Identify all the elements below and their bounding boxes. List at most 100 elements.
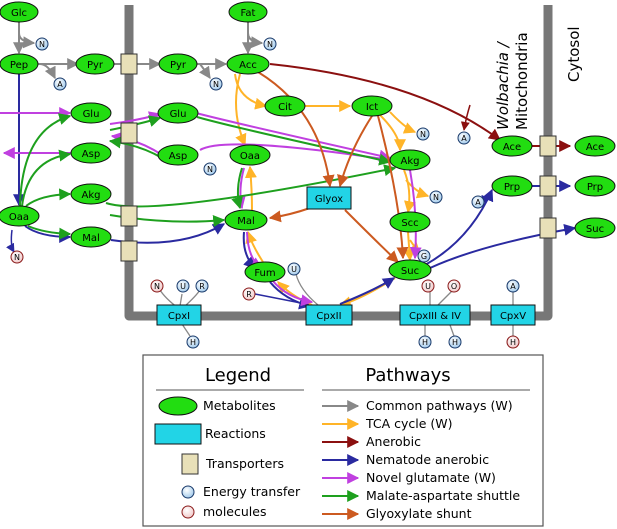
molecule-a-anerobic: A xyxy=(457,131,471,145)
svg-text:A: A xyxy=(510,282,516,291)
molecule-g-scc: G xyxy=(417,249,431,263)
edge-akg-scc xyxy=(403,169,416,214)
svg-text:N: N xyxy=(267,40,273,49)
edge-ict-n xyxy=(389,111,417,134)
metabolite-ace-in: Ace xyxy=(491,135,533,157)
region-wolbachia: Wolbachia / xyxy=(494,40,512,130)
molecule-r-cpx1: R xyxy=(195,279,209,293)
edge-ict-akg xyxy=(379,114,406,152)
edge-oaa-glu xyxy=(19,113,72,207)
edge-acc-glyox xyxy=(257,71,335,188)
svg-text:Glyox: Glyox xyxy=(315,194,343,205)
reactions: Glyox CpxI CpxII CpxIII & IV CpxV xyxy=(156,186,536,326)
reaction-cpx34: CpxIII & IV xyxy=(399,304,471,326)
molecule-h-cpx34-a: H xyxy=(418,335,432,349)
edge-cpx2-u xyxy=(295,273,319,306)
edge-oaa-akg xyxy=(25,188,72,207)
metabolite-glu-mid: Glu xyxy=(157,102,199,124)
edge-suc-r xyxy=(254,293,307,305)
svg-text:N: N xyxy=(154,282,160,291)
svg-text:Cit: Cit xyxy=(278,102,292,113)
molecule-n-oaa-left: N xyxy=(10,250,24,264)
molecule-a-prp: A xyxy=(471,195,485,209)
svg-text:Glu: Glu xyxy=(170,109,187,120)
transporter-akg xyxy=(120,205,138,227)
metabolite-akg-left: Akg xyxy=(70,183,112,205)
region-mitochondria: Mitochondria xyxy=(513,32,531,130)
metabolite-asp-left: Asp xyxy=(70,142,112,164)
svg-text:H: H xyxy=(422,338,428,347)
svg-text:Ace: Ace xyxy=(503,142,521,153)
svg-text:Malate-aspartate shuttle: Malate-aspartate shuttle xyxy=(366,488,520,503)
svg-text:N: N xyxy=(39,40,45,49)
edge-cpx2-suc xyxy=(339,277,396,305)
edge-ict-glyox xyxy=(337,115,373,188)
metabolite-cit: Cit xyxy=(264,95,306,117)
svg-text:Akg: Akg xyxy=(401,156,420,167)
svg-text:Scc: Scc xyxy=(401,218,418,229)
molecule-a-pep: A xyxy=(53,77,67,91)
legend-item-energy: Energy transfer xyxy=(203,484,301,499)
legend-reaction-swatch xyxy=(154,423,202,445)
transporter-suc xyxy=(539,217,557,239)
svg-text:Oaa: Oaa xyxy=(240,151,260,162)
edge-oaa-mal-g2 xyxy=(231,167,243,210)
molecule-a-cpx5: A xyxy=(506,279,520,293)
metabolite-asp-mid: Asp xyxy=(157,144,199,166)
svg-text:U: U xyxy=(180,282,186,291)
svg-text:H: H xyxy=(190,338,196,347)
legend-title: Legend xyxy=(205,365,271,386)
molecule-n-oaa-mid: N xyxy=(203,162,217,176)
transporter-prp xyxy=(539,175,557,197)
edge-pyr-n xyxy=(199,63,211,79)
edge-pep-a xyxy=(39,63,56,80)
svg-text:Glyoxylate shunt: Glyoxylate shunt xyxy=(366,506,472,521)
legend-pathway-nematode: Nematode anerobic xyxy=(322,452,489,467)
svg-text:A: A xyxy=(475,198,481,207)
svg-text:Pyr: Pyr xyxy=(87,60,104,71)
svg-text:A: A xyxy=(57,80,63,89)
edges-common xyxy=(13,22,264,80)
svg-text:N: N xyxy=(207,165,213,174)
reaction-cpx1: CpxI xyxy=(156,304,202,326)
svg-text:CpxI: CpxI xyxy=(168,311,190,322)
legend-pathway-glyoxylate: Glyoxylate shunt xyxy=(322,506,472,521)
svg-text:Oaa: Oaa xyxy=(9,212,29,223)
molecule-n-cpx1: N xyxy=(150,279,164,293)
legend-box xyxy=(142,354,544,527)
edge-to-a xyxy=(460,104,471,131)
svg-text:Pyr: Pyr xyxy=(170,60,187,71)
reaction-cpx2: CpxII xyxy=(305,304,353,326)
region-labels: Wolbachia / Mitochondria Cytosol xyxy=(494,26,583,130)
pathways-title: Pathways xyxy=(365,365,450,386)
reaction-cpx5: CpxV xyxy=(490,304,536,326)
molecules: N A N N N A N N A G N U R N U R H U O H … xyxy=(10,37,520,349)
molecule-n-akg: N xyxy=(429,190,443,204)
edge-cpx34-h2 xyxy=(449,324,455,337)
region-cytosol: Cytosol xyxy=(565,26,583,82)
molecule-u-fum: U xyxy=(287,262,301,276)
svg-text:Glc: Glc xyxy=(11,8,27,19)
svg-text:Novel glutamate (W): Novel glutamate (W) xyxy=(366,470,496,485)
edge-glc-n xyxy=(18,32,36,49)
metabolite-pep: Pep xyxy=(0,53,39,75)
legend-pathway-tca: TCA cycle (W) xyxy=(322,416,453,431)
svg-text:H: H xyxy=(452,338,458,347)
legend-item-transporters: Transporters xyxy=(205,456,284,471)
svg-text:Prp: Prp xyxy=(587,182,603,193)
legend-item-metabolites: Metabolites xyxy=(203,398,276,413)
svg-text:A: A xyxy=(461,134,467,143)
transporters xyxy=(120,53,557,262)
svg-text:Akg: Akg xyxy=(82,190,101,201)
edge-oaa-mal-g xyxy=(27,225,72,240)
metabolite-prp-out: Prp xyxy=(574,175,616,197)
edge-mal-oaa xyxy=(244,165,257,211)
legend-item-reactions: Reactions xyxy=(205,426,266,441)
edge-acc-ace xyxy=(269,63,501,141)
legend-pathway-shuttle: Malate-aspartate shuttle xyxy=(322,488,520,503)
svg-text:Fat: Fat xyxy=(241,8,256,19)
metabolite-pyr-mid: Pyr xyxy=(158,53,198,75)
svg-text:Ict: Ict xyxy=(366,102,378,113)
metabolite-fum: Fum xyxy=(244,261,286,283)
